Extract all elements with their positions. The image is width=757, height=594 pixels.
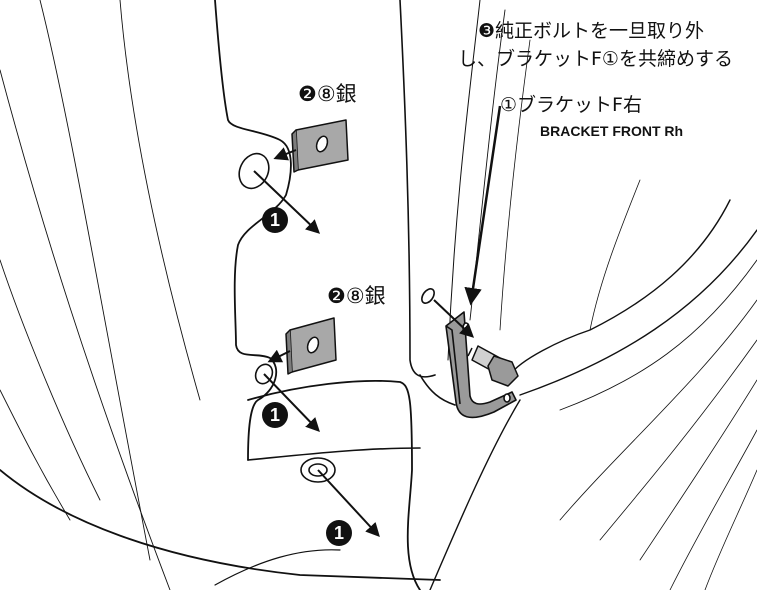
tire-line	[559, 299, 757, 521]
step3-instruction-line1: ❸純正ボルトを一旦取り外	[478, 20, 705, 42]
mount-hole-bumper	[300, 457, 336, 483]
clip-label-upper: ❷⑧銀	[298, 82, 357, 106]
tire-line	[559, 259, 757, 411]
speed-clip-upper	[291, 119, 349, 173]
removal-arrow-lower	[263, 373, 320, 433]
bracket-install-arrow	[464, 105, 502, 306]
body-contour-line	[0, 389, 71, 521]
tire-edge	[429, 399, 521, 591]
body-contour-line	[0, 69, 171, 591]
speed-clip-lower	[285, 317, 337, 375]
tire-line	[669, 429, 757, 591]
tire-line	[639, 379, 757, 561]
removal-arrow-upper	[253, 170, 321, 234]
tire-line	[599, 339, 757, 541]
panel-bottom-edge	[0, 469, 441, 581]
body-contour-line	[39, 0, 151, 561]
step1-marker-middle: 1	[262, 402, 288, 428]
panel-step	[419, 374, 456, 406]
mount-hole-upper	[238, 152, 270, 190]
bolt-insert-arrow	[433, 299, 475, 338]
step1-marker-upper: 1	[262, 207, 288, 233]
body-contour-line	[119, 0, 201, 401]
fender-line	[589, 179, 641, 331]
bumper-corner	[247, 380, 421, 591]
clip-insert-arrow-upper	[273, 147, 297, 161]
mount-hole-lower	[254, 363, 274, 385]
body-contour-line	[0, 259, 101, 501]
bumper-lower-line	[214, 549, 341, 586]
panel-notched-edge	[214, 0, 292, 461]
bracket-part-label-jp: ①ブラケットF右	[500, 94, 642, 116]
fender-line	[499, 39, 531, 331]
clip-label-lower: ❷⑧銀	[327, 284, 386, 308]
wheel-arch-inner	[519, 229, 757, 396]
fender-line	[447, 0, 481, 361]
clip-insert-arrow-lower	[267, 349, 291, 363]
step1-marker-lower: 1	[326, 520, 352, 546]
wheel-arch	[509, 199, 731, 376]
tire-line	[704, 469, 757, 591]
panel-right-edge	[399, 0, 436, 378]
bolt-hole	[421, 288, 435, 304]
removal-arrow-bumper	[317, 469, 380, 538]
flange-line	[247, 447, 421, 461]
mount-hole-bumper-inner	[308, 463, 328, 477]
step3-instruction-line2: し、ブラケットF①を共締めする	[458, 48, 733, 70]
bracket-part-label-en: BRACKET FRONT Rh	[540, 123, 684, 139]
bolt	[467, 345, 519, 387]
